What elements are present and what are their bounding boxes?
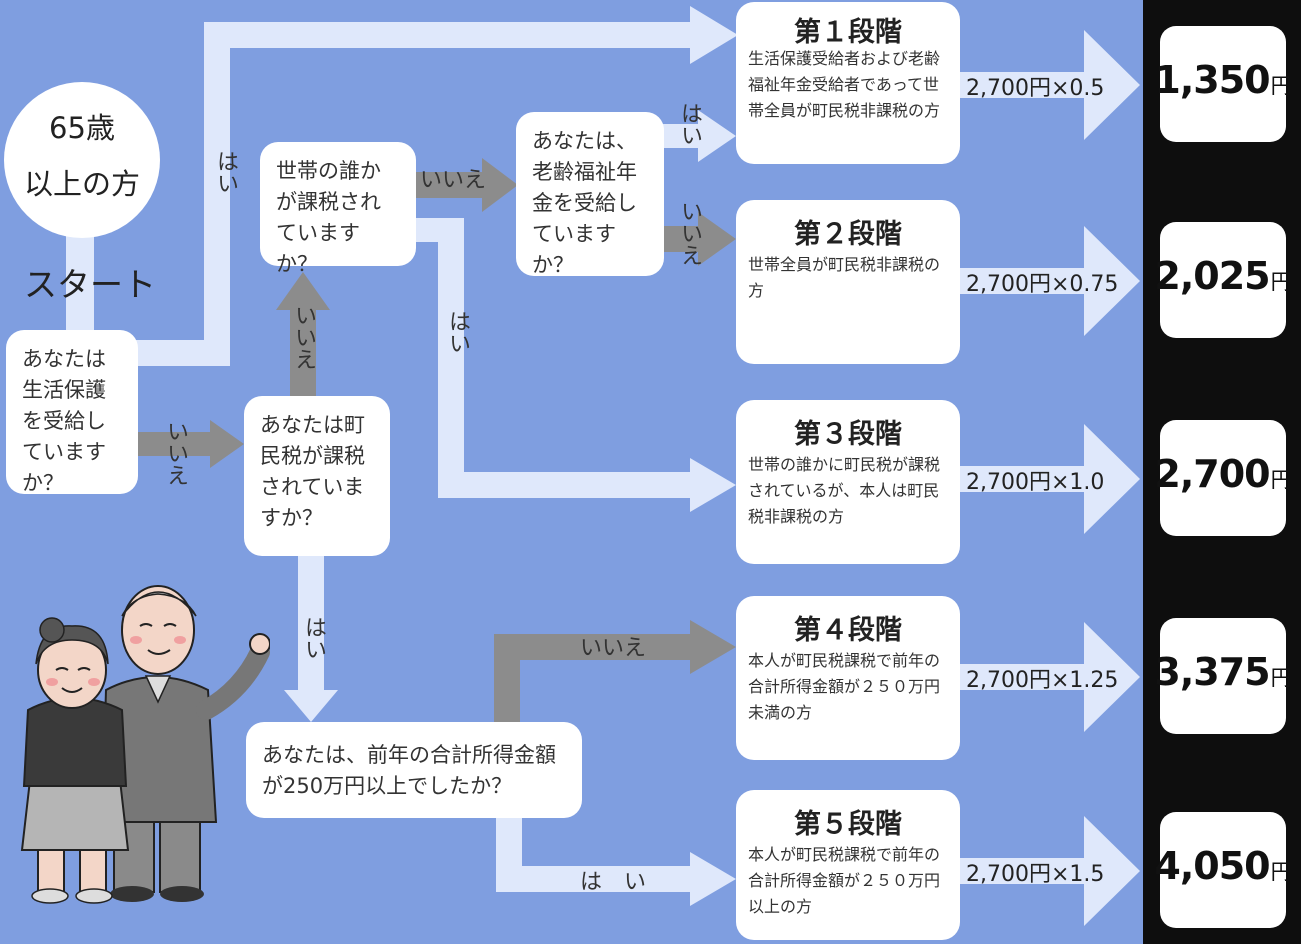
path-hogo-no: [136, 432, 216, 456]
label-rourei-no: いいえ: [677, 200, 702, 266]
label-setai-yes: はい: [445, 310, 470, 354]
arrow-price-5: [950, 816, 1140, 926]
elderly-couple-illustration: [20, 585, 270, 904]
path-top-h: [204, 22, 694, 48]
stage-box-3: 第３段階 世帯の誰かに町民税が課税されているが、本人は町民税非課税の方: [736, 400, 960, 564]
path-hogo-yes-v: [204, 22, 230, 366]
arrow-stage4: [690, 620, 736, 674]
path-rourei-yes: [662, 124, 702, 148]
price-unit: 円: [1270, 666, 1292, 690]
question-shotoku: あなたは、前年の合計所得金額が250万円以上でしたか？: [246, 722, 582, 818]
no-paths: [136, 158, 736, 724]
arrow-chominzei: [210, 420, 244, 468]
price-amount: 2,700: [1154, 452, 1270, 496]
stage-description: 世帯全員が町民税非課税の方: [748, 255, 941, 300]
multiplier-3: 2,700円×1.0: [966, 470, 1105, 495]
price-unit: 円: [1270, 270, 1292, 294]
start-target: 以上の方: [23, 167, 140, 201]
multiplier-2: 2,700円×0.75: [966, 272, 1119, 297]
arrow-stage3: [690, 458, 736, 512]
stage-box-5: 第５段階 本人が町民税課税で前年の合計所得金額が２５０万円以上の方: [736, 790, 960, 940]
arrow-rourei-stage1: [698, 110, 736, 162]
label-shotoku-no: いいえ: [580, 636, 647, 661]
label-rourei-yes: はい: [677, 102, 702, 146]
stage-title: 第１段階: [794, 17, 902, 48]
arrow-rourei: [482, 158, 518, 212]
path-setai-no: [414, 172, 486, 198]
arrow-stage2: [698, 212, 736, 266]
stage-title: 第２段階: [794, 219, 902, 250]
label-hogo-no: いいえ: [163, 420, 188, 486]
price-unit: 円: [1270, 74, 1292, 98]
price-unit: 円: [1270, 468, 1292, 492]
stage-description: 世帯の誰かに町民税が課税されているが、本人は町民税非課税の方: [748, 455, 941, 526]
multiplier-4: 2,700円×1.25: [966, 668, 1119, 693]
arrow-price-3: [950, 424, 1140, 534]
label-setai-no: いいえ: [420, 168, 487, 193]
arrow-price-1: [950, 30, 1140, 140]
label-shotoku-yes: は い: [580, 870, 647, 895]
path-chominzei-no: [290, 306, 316, 398]
question-chominzei: あなたは町民税が課税されていますか？: [244, 396, 390, 556]
elderly-woman-figure: [20, 617, 130, 904]
path-start-down: [66, 232, 94, 332]
start-label: スタート: [24, 265, 156, 304]
question-setai-kazei: 世帯の誰かが課税されていますか？: [260, 142, 416, 276]
stage-description: 本人が町民税課税で前年の合計所得金額が２５０万円未満の方: [748, 651, 941, 722]
stage-box-1: 第１段階 生活保護受給者および老齢福祉年金受給者であって世帯全員が町民税非課税の…: [736, 2, 960, 164]
stage-title: 第３段階: [794, 419, 902, 450]
path-chominzei-yes: [298, 556, 324, 696]
arrow-price-2: [950, 226, 1140, 336]
label-hogo-yes: はい: [213, 150, 238, 194]
arrow-top-stage1: [690, 6, 738, 64]
price-amount: 1,350: [1154, 58, 1270, 102]
path-stage3-h: [438, 472, 694, 498]
stage-box-4: 第４段階 本人が町民税課税で前年の合計所得金額が２５０万円未満の方: [736, 596, 960, 760]
question-seikatsu-hogo: あなたは生活保護を受給していますか？: [6, 330, 138, 495]
label-chominzei-yes: はい: [301, 616, 326, 660]
arrow-shotoku: [284, 690, 338, 722]
start-age: 65歳: [49, 111, 115, 145]
stage-title: 第５段階: [794, 809, 902, 840]
price-amount: 3,375: [1154, 650, 1270, 694]
arrow-stage5: [690, 852, 736, 906]
start-circle: 65歳 以上の方: [4, 82, 160, 238]
path-stage4-h: [494, 634, 694, 660]
stage-box-2: 第２段階 世帯全員が町民税非課税の方: [736, 200, 960, 364]
path-rourei-no: [662, 226, 702, 252]
stage-title: 第４段階: [794, 615, 902, 646]
multiplier-5: 2,700円×1.5: [966, 862, 1105, 887]
multiplier-1: 2,700円×0.5: [966, 76, 1105, 101]
question-rourei-nenkin: あなたは、老齢福祉年金を受給していますか？: [516, 112, 664, 277]
yes-paths: [66, 6, 1140, 926]
arrow-price-4: [950, 622, 1140, 732]
stage-description: 本人が町民税課税で前年の合計所得金額が２５０万円以上の方: [748, 845, 941, 916]
price-amount: 4,050: [1154, 844, 1270, 888]
label-chominzei-no: いいえ: [291, 304, 316, 370]
path-setai-yes-v: [438, 218, 464, 496]
stage-description: 生活保護受給者および老齢福祉年金受給者であって世帯全員が町民税非課税の方: [748, 49, 941, 120]
arrow-setai: [276, 272, 330, 310]
price-unit: 円: [1270, 860, 1292, 884]
path-stage5-h: [496, 866, 694, 892]
price-amount: 2,025: [1154, 254, 1270, 298]
elderly-man-figure: [100, 585, 270, 902]
